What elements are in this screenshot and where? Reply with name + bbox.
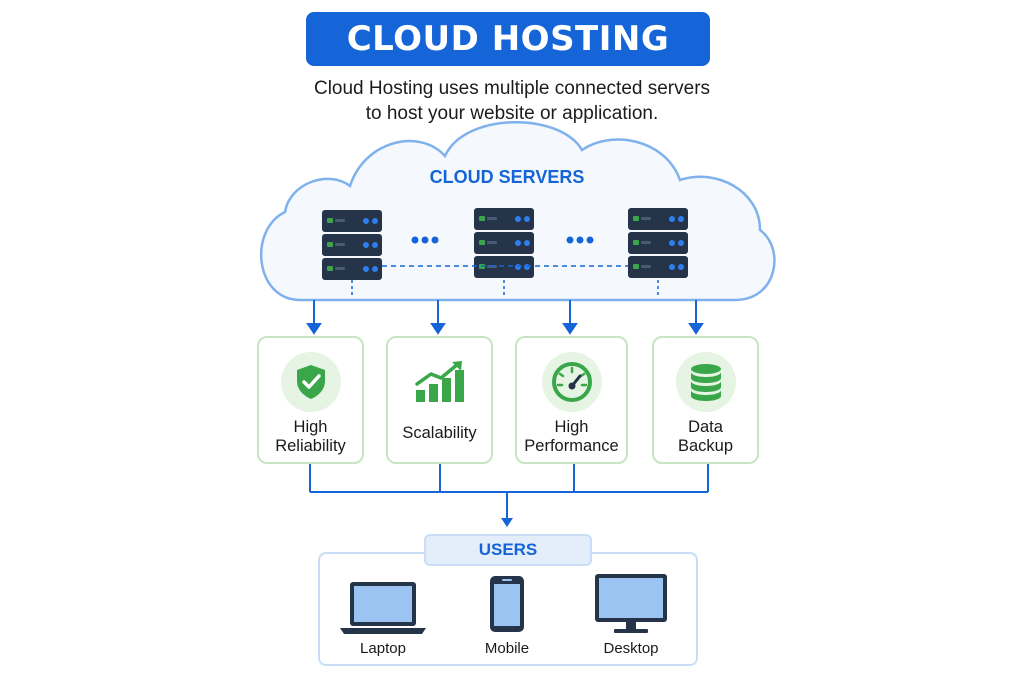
- device-label-desktop: Desktop: [603, 640, 659, 657]
- feature-label-line2: Backup: [677, 437, 734, 455]
- feature-label-line1: High: [554, 418, 589, 436]
- mobile-icon: [490, 576, 524, 632]
- feature-label-line1: Data: [688, 418, 723, 436]
- feature-card-data-backup: Data Backup: [652, 336, 759, 464]
- growth-chart-icon: [410, 352, 470, 412]
- feature-label-line1: High: [293, 418, 328, 436]
- users-badge: USERS: [424, 534, 592, 566]
- users-label: USERS: [478, 540, 538, 559]
- shield-check-icon: [280, 352, 341, 412]
- ellipsis-dots-2: [566, 236, 594, 244]
- feature-card-high-reliability: High Reliability: [257, 336, 364, 464]
- database-icon: [675, 352, 736, 412]
- server-drop-lines: [351, 280, 659, 298]
- subtitle: Cloud Hosting uses multiple connected se…: [262, 76, 762, 126]
- feature-label-line1: Scalability: [402, 424, 477, 442]
- ellipsis-dots-1: [411, 236, 439, 244]
- subtitle-line-1: Cloud Hosting uses multiple connected se…: [313, 78, 711, 99]
- speedometer-icon: [541, 352, 602, 412]
- feature-card-scalability: Scalability: [386, 336, 493, 464]
- device-label-mobile: Mobile: [484, 640, 530, 657]
- feature-label-line2: Reliability: [275, 437, 346, 455]
- desktop-icon: [595, 574, 667, 633]
- feature-label-line2: Performance: [524, 437, 619, 455]
- cloud-servers-label: CLOUD SERVERS: [430, 167, 585, 187]
- subtitle-line-2: to host your website or application.: [365, 103, 659, 124]
- laptop-icon: [340, 582, 426, 634]
- arrow-to-users: [501, 518, 513, 527]
- device-label-laptop: Laptop: [360, 640, 406, 657]
- page-title: CLOUD HOSTING: [346, 19, 670, 59]
- feature-card-high-performance: High Performance: [515, 336, 628, 464]
- title-banner: CLOUD HOSTING: [306, 12, 710, 66]
- feature-to-users-connector: [309, 464, 709, 520]
- cloud-to-feature-arrows: [306, 300, 704, 335]
